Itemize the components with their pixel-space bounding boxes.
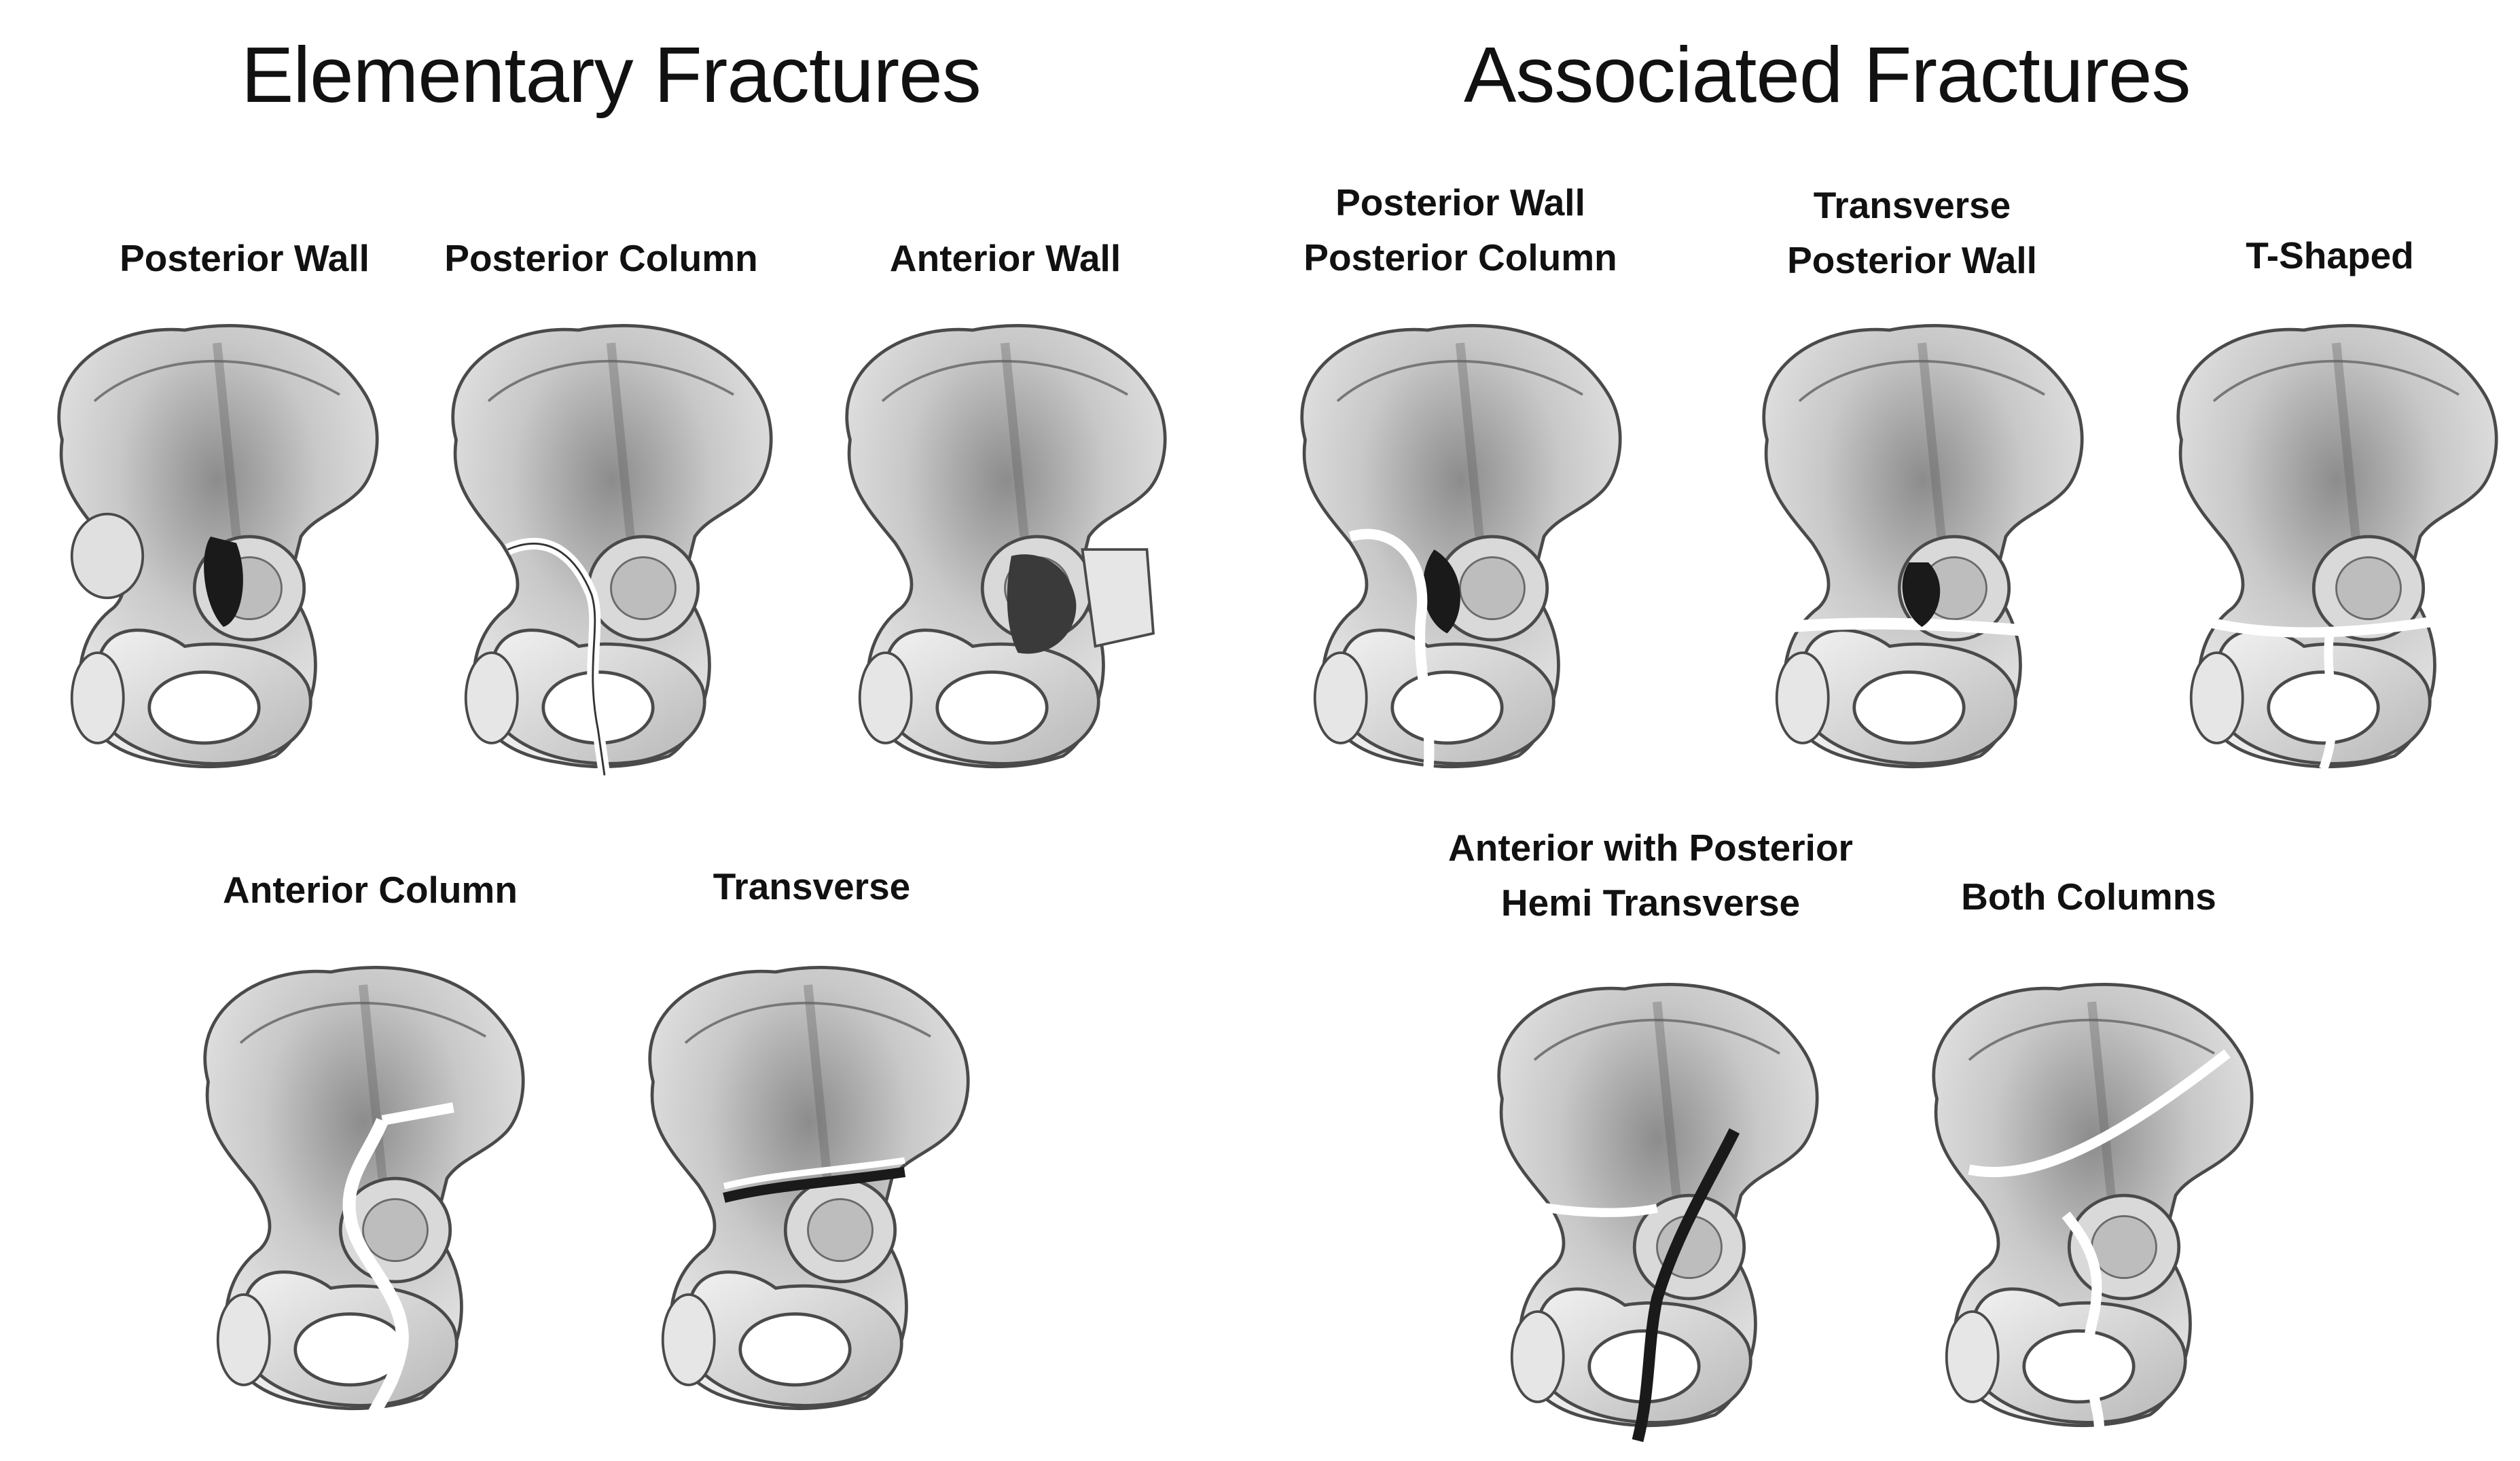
pelvis-posterior-column bbox=[453, 325, 771, 776]
associated-fractures-heading: Associated Fractures bbox=[1464, 31, 2191, 119]
pelvis-posterior-wall-posterior-column bbox=[1302, 325, 1620, 776]
label-posterior-column: Posterior Column bbox=[444, 237, 758, 279]
pelvis-both-columns bbox=[1934, 984, 2252, 1442]
label-anterior-column: Anterior Column bbox=[223, 869, 518, 911]
label-anterior-wall: Anterior Wall bbox=[889, 237, 1121, 279]
pelvis-t-shaped bbox=[2178, 325, 2496, 769]
pelvis-anterior-column bbox=[205, 967, 523, 1426]
label-both-columns: Both Columns bbox=[1961, 876, 2216, 918]
pelvis-anterior-wall bbox=[847, 325, 1165, 766]
label-posterior-wall: Posterior Wall bbox=[120, 237, 370, 279]
label-t-shaped: T-Shaped bbox=[2246, 234, 2414, 276]
label-transverse: Transverse bbox=[713, 865, 911, 907]
elementary-fractures-heading: Elementary Fractures bbox=[241, 31, 982, 119]
pelvis-transverse bbox=[650, 967, 968, 1408]
pelvis-transverse-posterior-wall bbox=[1764, 325, 2082, 766]
pelvis-anterior-posterior-hemi-transverse bbox=[1499, 984, 1817, 1443]
pelvis-posterior-wall bbox=[59, 325, 377, 766]
